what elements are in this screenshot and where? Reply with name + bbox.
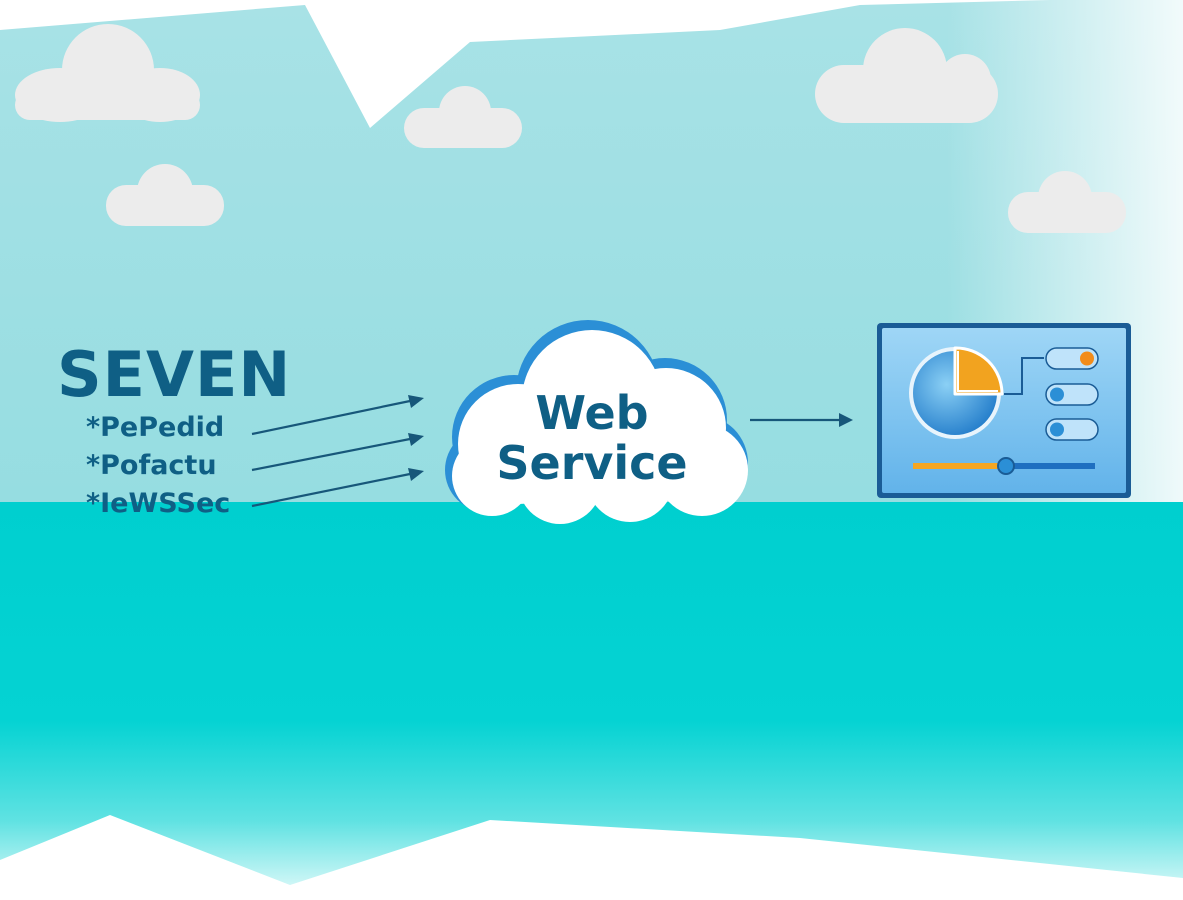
cloud-icon (106, 164, 224, 226)
cloud-icon (815, 28, 998, 123)
torn-bottom-edge (0, 815, 1183, 900)
source-item: *PePedid (86, 412, 225, 443)
cloud-icon (15, 24, 200, 122)
output-arrow (750, 413, 853, 427)
input-arrows (251, 395, 424, 508)
cloud-icon (1008, 171, 1126, 233)
toggle-switch-icon (1045, 418, 1099, 441)
dashboard-monitor-icon (877, 323, 1131, 498)
source-item: *IeWSSec (86, 488, 231, 519)
slider-icon (913, 457, 1095, 475)
service-label-line2: Service (496, 436, 688, 490)
source-title: SEVEN (57, 338, 292, 411)
service-label-line1: Web (535, 386, 649, 440)
cloud-icon (404, 86, 522, 148)
toggle-switch-icon (1045, 347, 1099, 370)
pie-chart-icon (909, 346, 1004, 439)
web-service-cloud-icon (445, 320, 748, 524)
source-item: *Pofactu (86, 450, 217, 481)
toggle-switch-icon (1045, 383, 1099, 406)
